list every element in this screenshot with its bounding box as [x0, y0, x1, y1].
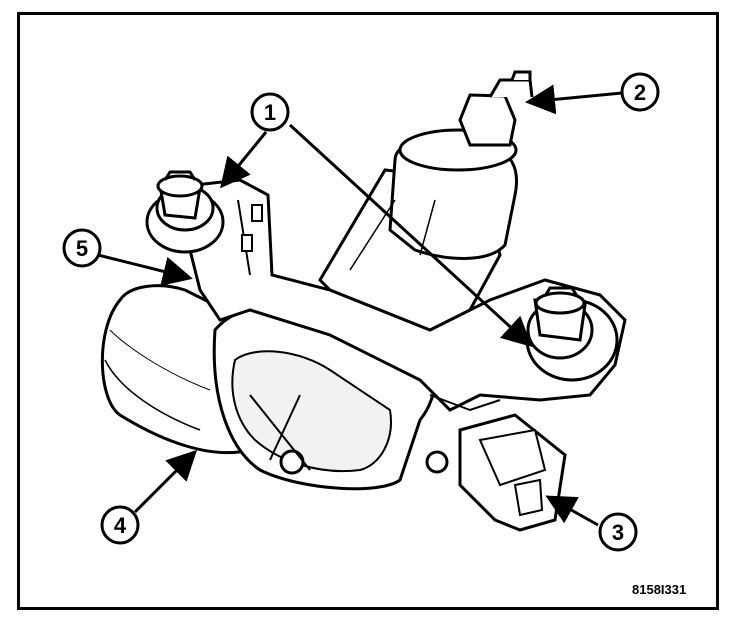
- leader-5: [97, 253, 193, 287]
- callout-4: 4: [100, 505, 140, 545]
- grommet-bolt-left: [145, 170, 225, 254]
- figure-id: 8158I331: [632, 582, 687, 597]
- output-shaft-tower: [318, 70, 534, 332]
- svg-text:1: 1: [264, 100, 276, 125]
- leader-1a: [220, 131, 268, 189]
- leader-2: [525, 84, 623, 115]
- svg-text:2: 2: [634, 80, 646, 105]
- leader-3: [545, 495, 599, 527]
- svg-text:3: 3: [612, 520, 624, 545]
- callout-5: 5: [62, 228, 102, 268]
- leader-4: [133, 449, 198, 514]
- callout-1: 1: [250, 92, 290, 132]
- electrical-connector: [458, 413, 567, 532]
- svg-text:5: 5: [76, 236, 88, 261]
- leader-lines: [97, 84, 623, 527]
- mounting-bracket: [188, 178, 627, 412]
- callout-2: 2: [620, 72, 660, 112]
- grommet-bolt-right: [525, 286, 619, 382]
- leader-1b: [288, 123, 533, 348]
- svg-text:4: 4: [114, 513, 127, 538]
- motor-housing: [100, 284, 252, 455]
- callout-3: 3: [598, 512, 638, 552]
